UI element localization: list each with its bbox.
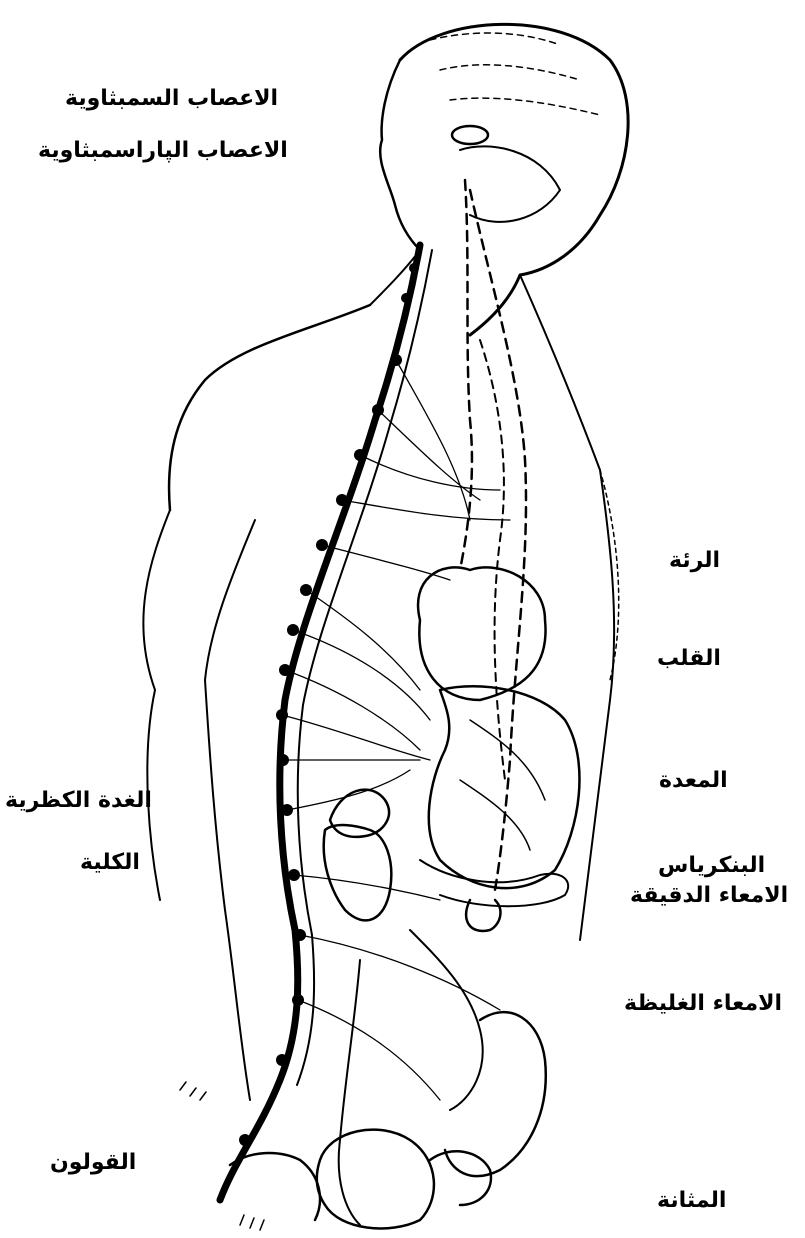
label-heart: القلب (657, 648, 721, 670)
small-intestine (410, 930, 483, 1110)
stomach (429, 686, 580, 888)
face-outline (380, 60, 420, 250)
arm-left-outer (143, 510, 170, 900)
head-outline (400, 24, 628, 335)
torso-right (580, 470, 614, 940)
label-bladder: المثانة (657, 1190, 726, 1212)
spinal-cord (220, 245, 420, 1200)
bladder (317, 1130, 434, 1229)
hair-texture (430, 33, 600, 115)
vagus-nerve-2 (470, 190, 526, 890)
eye (452, 126, 488, 144)
shoulder-left (169, 305, 370, 510)
descending-colon (339, 960, 360, 1225)
label-adrenal-gland: الغدة الكظرية (5, 790, 152, 812)
label-parasympathetic-nerves: الاعصاب الپاراسمبثاوية (38, 140, 288, 162)
adrenal-gland (330, 790, 389, 837)
label-stomach: المعدة (659, 770, 728, 792)
vagus-nerve-3 (480, 340, 505, 780)
torso-left (205, 680, 250, 1100)
colon-lower (230, 1153, 320, 1220)
vagus-nerve-1 (460, 180, 472, 570)
spinal-cord-inner (297, 250, 432, 1085)
neck-right (520, 275, 600, 470)
label-small-intestine: الامعاء الدقيقة (630, 885, 788, 907)
label-kidney: الكلية (80, 852, 140, 874)
label-pancreas: البنكرياس (658, 855, 765, 877)
heart (418, 567, 546, 700)
label-large-intestine: الامعاء الغليظة (624, 993, 782, 1015)
arm-left-inner (205, 520, 255, 680)
rectum (430, 1151, 491, 1205)
kidney (324, 825, 392, 920)
label-lung: الرئة (669, 550, 720, 572)
sympathetic-fibers (282, 360, 510, 1100)
lung-outline (600, 470, 619, 680)
label-colon: القولون (50, 1152, 136, 1174)
label-sympathetic-nerves: الاعصاب السمبثاوية (65, 88, 278, 110)
